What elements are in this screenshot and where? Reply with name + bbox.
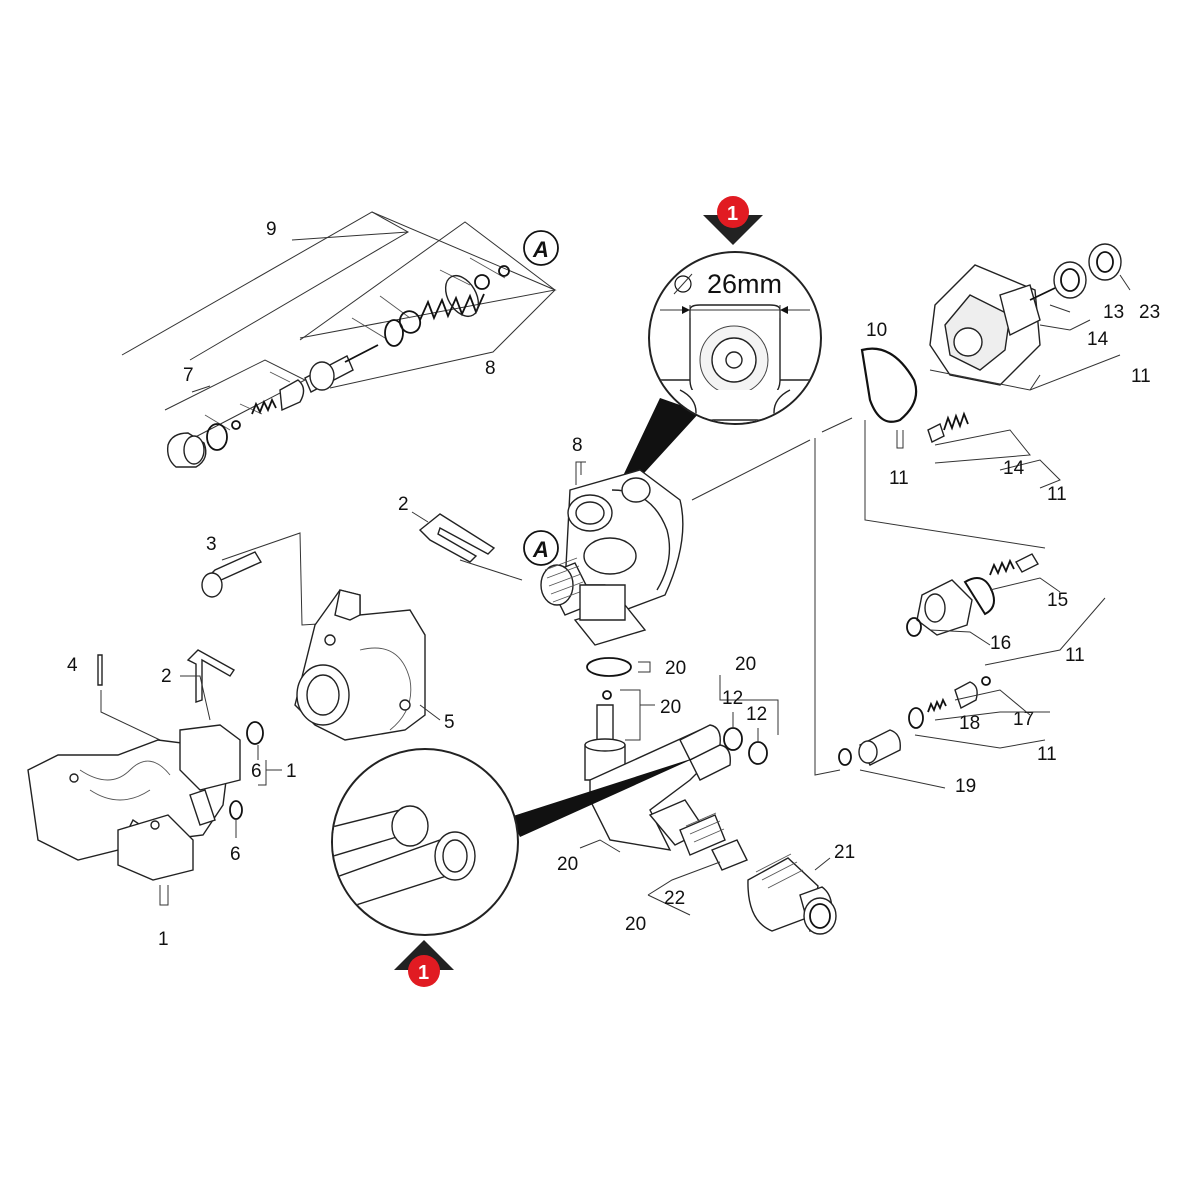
badge-bottom-number: 1 — [418, 962, 429, 984]
label-8-top: 8 — [485, 358, 496, 379]
label-6-bottom: 6 — [230, 844, 241, 865]
badge-top: 1 — [703, 196, 763, 245]
callout-a-mid — [523, 530, 559, 566]
label-10: 10 — [866, 320, 887, 341]
label-13: 13 — [1103, 302, 1124, 323]
pump-body-left — [27, 724, 241, 881]
label-7: 7 — [183, 365, 194, 386]
label-2-left: 2 — [161, 666, 172, 687]
label-20-c: 20 — [735, 654, 756, 675]
valve-assembly-group: A 9 8 7 — [121, 211, 559, 468]
label-3: 3 — [206, 534, 217, 555]
label-14-bottom: 14 — [1003, 458, 1025, 479]
label-11-e: 11 — [1037, 744, 1057, 765]
badge-top-number: 1 — [727, 203, 738, 225]
spring-large — [419, 275, 485, 321]
label-2-top: 2 — [398, 494, 409, 515]
callout-a-mid-letter: A — [532, 537, 549, 562]
label-11-d: 11 — [1065, 645, 1085, 666]
valve-head-top-right — [929, 264, 1056, 386]
label-20-d: 20 — [557, 854, 578, 875]
label-12-a: 12 — [722, 688, 743, 709]
callout-a-top — [523, 230, 559, 266]
hose-coupling-21 — [747, 853, 837, 935]
pump-head: 8 A 2 — [398, 417, 853, 646]
label-18: 18 — [959, 713, 980, 734]
housing-assembly: 3 5 4 2 — [27, 532, 455, 950]
label-14-top: 14 — [1087, 329, 1109, 350]
label-11-c: 11 — [1047, 484, 1067, 505]
clip-2-top — [418, 513, 496, 563]
pin-4 — [97, 654, 103, 686]
label-23: 23 — [1139, 302, 1160, 323]
label-20-a: 20 — [665, 658, 686, 679]
label-8-mid: 8 — [572, 435, 583, 456]
piston — [304, 344, 379, 393]
label-5: 5 — [444, 712, 455, 733]
label-6-top: 6 — [251, 761, 262, 782]
label-1-top: 1 — [286, 761, 297, 782]
clip-2-left — [186, 649, 236, 703]
label-11-b: 11 — [889, 468, 909, 489]
screw-3 — [201, 551, 263, 598]
label-20-b: 20 — [660, 697, 681, 718]
label-11-a: 11 — [1131, 366, 1151, 387]
valve-19 — [858, 729, 901, 766]
label-21: 21 — [834, 842, 855, 863]
label-1-bottom: 1 — [158, 929, 169, 950]
detail-magnifier-top: 26mm 1 — [603, 196, 822, 518]
valve-16 — [916, 579, 973, 636]
seal-10 — [860, 347, 918, 423]
manifold-assembly: 20 20 20 12 12 20 22 20 — [557, 654, 855, 935]
label-9: 9 — [266, 219, 277, 240]
thread-fitting — [540, 557, 586, 606]
badge-bottom: 1 — [394, 940, 454, 987]
label-16: 16 — [990, 633, 1011, 654]
label-17: 17 — [1013, 709, 1034, 730]
label-20-e: 20 — [625, 914, 646, 935]
threaded-nipple — [679, 812, 726, 856]
label-12-b: 12 — [746, 704, 767, 725]
callout-a-top-letter: A — [532, 237, 549, 262]
diameter-dimension: 26mm — [707, 269, 782, 299]
label-15: 15 — [1047, 590, 1068, 611]
fitting-7 — [166, 379, 305, 468]
housing-5 — [294, 589, 426, 741]
label-22: 22 — [664, 888, 685, 909]
label-19: 19 — [955, 776, 976, 797]
right-valve-group: 13 23 14 11 10 11 14 11 15 16 — [814, 243, 1160, 797]
label-4: 4 — [67, 655, 78, 676]
